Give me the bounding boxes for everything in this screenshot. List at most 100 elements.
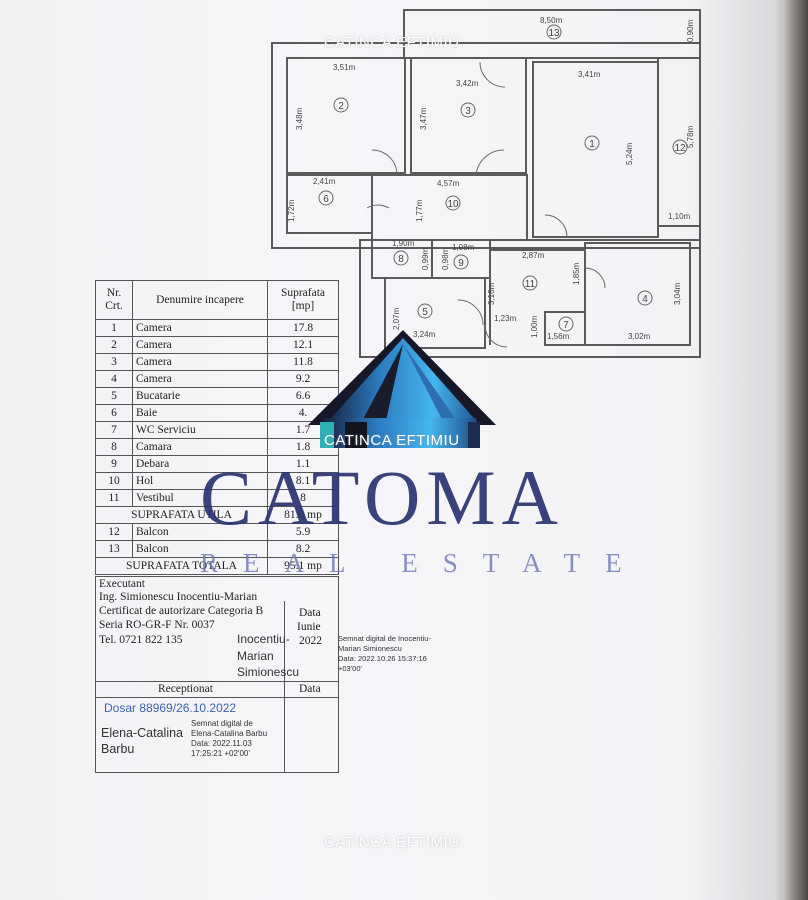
dim-label: 1,00m xyxy=(530,315,539,338)
dim-label: 1,56m xyxy=(547,332,570,341)
digital-line: Semnat digital de Inocentiu- xyxy=(338,634,431,643)
room-5-walls xyxy=(384,277,486,349)
balcony-12-walls xyxy=(657,57,701,227)
cell-nr: 10 xyxy=(95,472,133,490)
cell-name: Camera xyxy=(132,336,268,354)
dim-label: 1,85m xyxy=(572,262,581,285)
month-text: Iunie xyxy=(297,621,321,633)
dim-label: 1,90m xyxy=(392,239,415,248)
table-header-row: Nr. Crt. Denumire incapere Suprafata [mp… xyxy=(95,280,339,320)
dim-label: 0,90m xyxy=(686,19,695,42)
digital-line: Data: 2022.10.26 15:37:16 xyxy=(338,654,427,663)
dim-label: 5,24m xyxy=(625,142,634,165)
upper-block-outline xyxy=(271,42,701,249)
dim-label: 3,48m xyxy=(295,107,304,130)
cell-nr: 5 xyxy=(95,387,133,405)
cell-nr: 9 xyxy=(95,455,133,473)
room-2-walls xyxy=(286,57,406,174)
cell-nr: 11 xyxy=(95,489,133,507)
brand-name: CATOMA xyxy=(200,454,564,541)
page-edge-shadow xyxy=(782,0,808,900)
signature-box: Executant Ing. Simionescu Inocentiu-Mari… xyxy=(95,576,339,773)
receiver-name-line1: Elena-Catalina xyxy=(101,726,183,740)
cell-nr: 4 xyxy=(95,370,133,388)
useful-area-row: SUPRAFATA UTILA 81.0 mp xyxy=(95,506,339,524)
digital-signature-2: Semnat digital de Elena-Catalina Barbu D… xyxy=(191,719,267,759)
useful-area-label: SUPRAFATA UTILA xyxy=(95,506,268,524)
receiver-name-line2: Barbu xyxy=(101,742,135,756)
brand-tagline: REAL ESTATE xyxy=(200,548,647,578)
digital-signature-1: Semnat digital de Inocentiu- Marian Simi… xyxy=(338,634,431,674)
room-number: 9 xyxy=(458,258,464,269)
dim-label: 0,99m xyxy=(421,247,430,270)
dim-label: 3,24m xyxy=(413,330,436,339)
dim-label: 3,04m xyxy=(673,282,682,305)
certificate-text: Certificat de autorizare Categoria B xyxy=(99,605,264,617)
cell-nr: 7 xyxy=(95,421,133,439)
dim-label: 1,77m xyxy=(415,199,424,222)
digital-line: Data: 2022.11.03 xyxy=(191,739,252,748)
room-7-walls xyxy=(544,311,586,346)
total-area-label: SUPRAFATA TOTALA xyxy=(95,557,268,575)
cell-nr: 13 xyxy=(95,540,133,558)
room-number: 7 xyxy=(563,320,569,331)
cell-name: Baie xyxy=(132,404,268,422)
dim-label: 3,42m xyxy=(456,79,479,88)
cell-name: Camera xyxy=(132,370,268,388)
cell-name: Camera xyxy=(132,319,268,337)
dim-label: 3,51m xyxy=(333,63,356,72)
dim-label: 4,57m xyxy=(437,179,460,188)
dim-label: 3,02m xyxy=(628,332,651,341)
dim-label: 3,47m xyxy=(419,107,428,130)
phone-text: Tel. 0721 822 135 xyxy=(99,634,183,646)
room-number: 1 xyxy=(589,139,595,150)
dim-label: 8,50m xyxy=(540,16,563,25)
dim-label: 3,16m xyxy=(487,282,496,305)
room-number: 8 xyxy=(398,254,404,265)
dim-label: 1,72m xyxy=(287,199,296,222)
room-number: 2 xyxy=(338,101,344,112)
total-area-value: 95.1 mp xyxy=(267,557,339,575)
engineer-name: Ing. Simionescu Inocentiu-Marian xyxy=(99,591,258,603)
room-number: 12 xyxy=(674,143,686,154)
executant-label: Executant xyxy=(99,578,145,590)
room-number: 4 xyxy=(642,294,648,305)
header-area: Suprafata [mp] xyxy=(267,280,339,320)
cell-name: Camara xyxy=(132,438,268,456)
dim-label: 5,78m xyxy=(686,125,695,148)
digital-line: 17:25:21 +02'00' xyxy=(191,749,250,758)
digital-line: Elena-Catalina Barbu xyxy=(191,729,268,738)
cell-nr: 8 xyxy=(95,438,133,456)
signer-name-line3: Simionescu xyxy=(237,665,300,679)
room-number: 5 xyxy=(422,307,428,318)
cell-name: Vestibul xyxy=(132,489,268,507)
cell-nr: 2 xyxy=(95,336,133,354)
signer-name-line1: Inocentiu- xyxy=(237,632,290,646)
room-number: 3 xyxy=(465,106,471,117)
series-text: Seria RO-GR-F Nr. 0037 xyxy=(99,619,215,631)
room-3-walls xyxy=(410,57,527,174)
data-label: Data xyxy=(299,607,321,619)
dim-label: 1,10m xyxy=(668,212,691,221)
watermark-text: CATINCA EFTIMIU xyxy=(324,834,460,851)
dim-label: 2,41m xyxy=(313,177,336,186)
room-number: 6 xyxy=(323,194,329,205)
data-label-2: Data xyxy=(299,683,321,695)
dim-label: 2,87m xyxy=(522,251,545,260)
dim-label: 1,23m xyxy=(494,314,517,323)
divider xyxy=(96,697,338,698)
year-text: 2022 xyxy=(299,635,322,647)
cell-name: WC Serviciu xyxy=(132,421,268,439)
cell-name: Camera xyxy=(132,353,268,371)
divider xyxy=(96,681,338,682)
cell-nr: 1 xyxy=(95,319,133,337)
watermark-text: CATINCA EFTIMIU xyxy=(324,432,460,449)
receptionat-label: Receptionat xyxy=(158,683,213,695)
